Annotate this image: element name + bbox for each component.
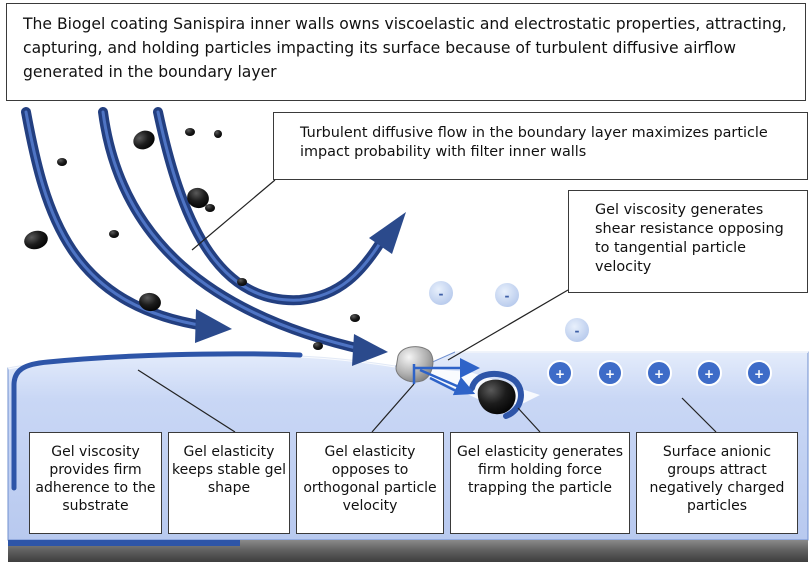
- negative-charge-icon: [565, 318, 589, 342]
- positive-charge-symbol: +: [704, 367, 714, 381]
- positive-charge-icon: [646, 360, 672, 386]
- callout-turbulent-flow: Turbulent diffusive flow in the boundary…: [273, 112, 808, 180]
- positive-charge-icon: [746, 360, 772, 386]
- flow-arrows: [21, 107, 406, 366]
- particle-icon: [313, 342, 323, 350]
- positive-charge-symbol: +: [754, 367, 764, 381]
- particle-icon: [185, 128, 195, 136]
- leader-shear: [447, 289, 569, 361]
- particle-icon: [350, 314, 360, 322]
- flow-arrow-2-head: [352, 334, 388, 366]
- negative-charge-symbol: -: [505, 289, 510, 303]
- flow-arrow-1-head: [195, 309, 232, 343]
- particle-icon: [109, 230, 119, 238]
- label-gel-viscosity-adherence: Gel viscosity provides firm adherence to…: [29, 432, 162, 534]
- leader-lines: [137, 179, 717, 433]
- leader-orthogonal: [371, 383, 415, 433]
- label-surface-anionic-groups: Surface anionic groups attract negativel…: [636, 432, 798, 534]
- particle-icon: [237, 278, 247, 286]
- negative-charge-symbol: -: [439, 287, 444, 301]
- positive-charge-icon: [597, 360, 623, 386]
- negative-charge-symbol: -: [575, 324, 580, 338]
- label-gel-elasticity-stable-shape: Gel elasticity keeps stable gel shape: [168, 432, 290, 534]
- particles: [24, 128, 360, 350]
- callout-gel-viscosity-shear: Gel viscosity generates shear resistance…: [568, 190, 808, 293]
- negative-charges: - - -: [429, 281, 589, 342]
- flow-arrow-3-head: [369, 212, 406, 254]
- positive-charges: + + + + +: [547, 360, 772, 386]
- positive-charge-icon: [696, 360, 722, 386]
- particle-icon: [205, 204, 215, 212]
- leader-holding: [517, 407, 541, 433]
- positive-charge-symbol: +: [555, 367, 565, 381]
- leader-turbulent: [191, 179, 276, 251]
- negative-charge-icon: [429, 281, 453, 305]
- leader-anionic: [681, 397, 717, 433]
- positive-charge-symbol: +: [654, 367, 664, 381]
- label-gel-elasticity-orthogonal: Gel elasticity opposes to orthogonal par…: [296, 432, 444, 534]
- particle-icon: [214, 130, 222, 138]
- particle-icon: [139, 292, 161, 312]
- gel-adherence-edge: [11, 351, 303, 491]
- particle-icon: [187, 187, 209, 209]
- header-description: The Biogel coating Sanispira inner walls…: [6, 3, 806, 101]
- negative-charge-icon: [495, 283, 519, 307]
- trapped-particle: [477, 379, 516, 415]
- particle-icon: [133, 130, 155, 150]
- label-gel-elasticity-holding-force: Gel elasticity generates firm holding fo…: [450, 432, 630, 534]
- positive-charge-symbol: +: [605, 367, 615, 381]
- particle-icon: [24, 230, 48, 250]
- leader-stable-shape: [137, 369, 236, 433]
- positive-charge-icon: [547, 360, 573, 386]
- velocity-arrows: [412, 358, 480, 396]
- particle-icon: [57, 158, 67, 166]
